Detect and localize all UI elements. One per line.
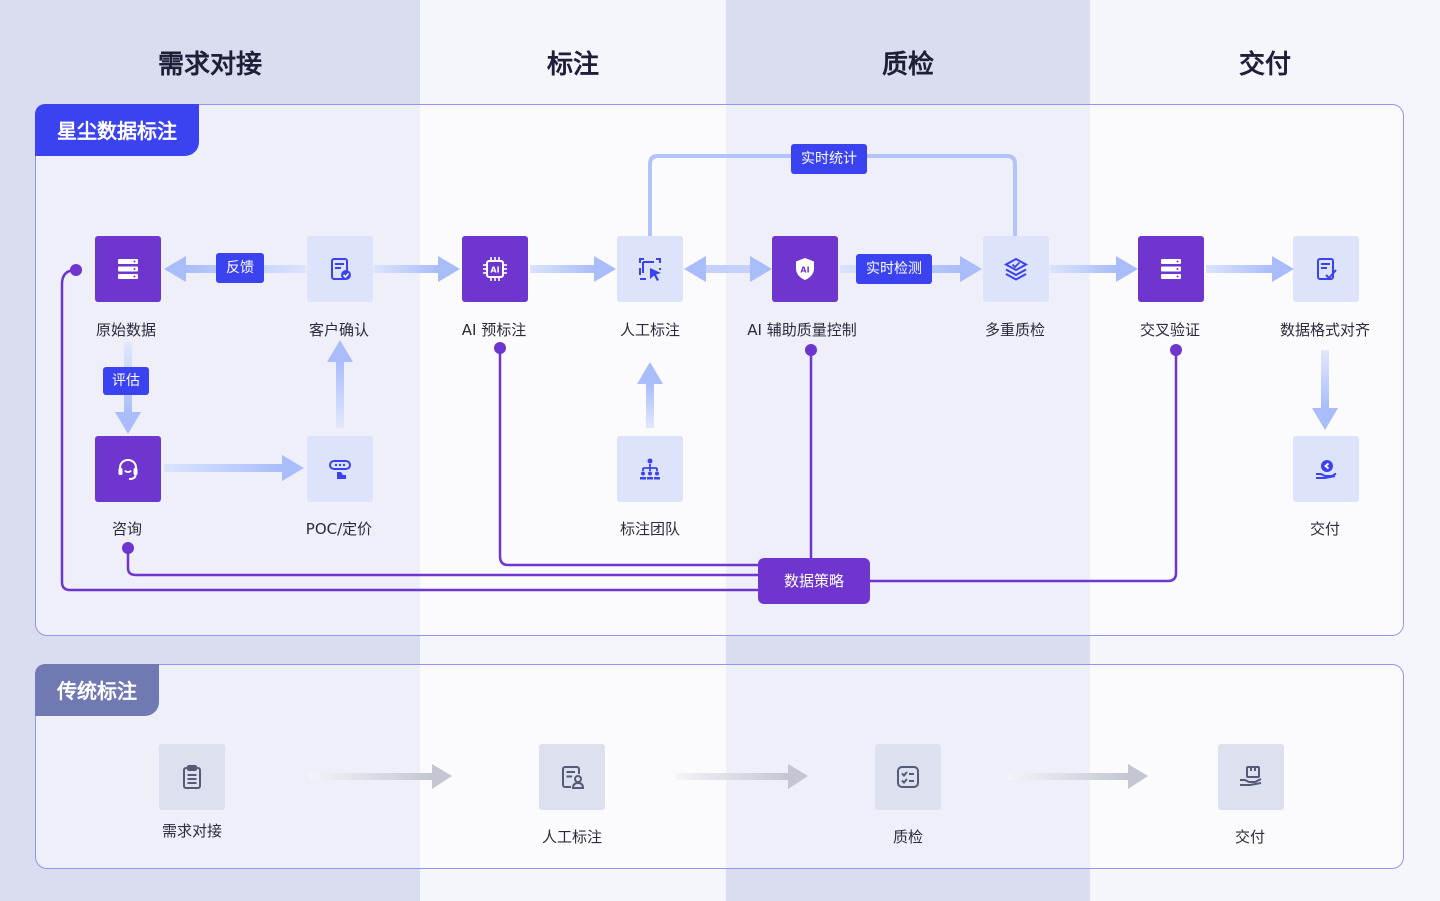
presentation-icon bbox=[329, 460, 351, 479]
org-chart-icon bbox=[640, 458, 660, 480]
label-customer-confirm: 客户确认 bbox=[308, 321, 370, 339]
chip-feedback: 反馈 bbox=[216, 253, 264, 283]
node-deliver[interactable] bbox=[1293, 436, 1359, 502]
ai-chip-icon: AI bbox=[483, 257, 507, 281]
traditional-node-delivery bbox=[1218, 744, 1284, 810]
clipboard-icon bbox=[183, 765, 201, 789]
document-user-icon bbox=[562, 766, 585, 789]
document-edit-icon bbox=[1317, 258, 1337, 280]
label-cross-verify: 交叉验证 bbox=[1139, 321, 1201, 339]
node-consult[interactable] bbox=[95, 436, 161, 502]
traditional-label-requirements: 需求对接 bbox=[161, 822, 223, 840]
traditional-label-qc: 质检 bbox=[892, 828, 924, 846]
svg-text:AI: AI bbox=[490, 266, 499, 275]
node-customer-confirm[interactable] bbox=[307, 236, 373, 302]
node-multi-qc[interactable] bbox=[983, 236, 1049, 302]
node-poc-pricing[interactable] bbox=[307, 436, 373, 502]
traditional-node-requirements bbox=[159, 744, 225, 810]
phase-title-labeling: 标注 bbox=[546, 50, 600, 80]
phase-title-delivery: 交付 bbox=[1238, 50, 1292, 80]
checklist-icon bbox=[897, 766, 919, 788]
traditional-node-qc bbox=[875, 744, 941, 810]
label-format-align: 数据格式对齐 bbox=[1279, 321, 1371, 339]
node-label-team[interactable] bbox=[617, 436, 683, 502]
label-deliver: 交付 bbox=[1309, 520, 1341, 538]
traditional-panel-title: 传统标注 bbox=[35, 664, 159, 716]
node-ai-qc[interactable]: AI bbox=[772, 236, 838, 302]
traditional-panel: 传统标注 bbox=[35, 664, 1404, 869]
label-label-team: 标注团队 bbox=[619, 520, 681, 538]
server-icon bbox=[118, 259, 138, 279]
label-ai-prelabel: AI 预标注 bbox=[461, 321, 527, 339]
data-strategy-hub[interactable]: 数据策略 bbox=[758, 558, 870, 604]
stardust-panel: 星尘数据标注 bbox=[35, 104, 1404, 636]
hand-box-icon bbox=[1240, 766, 1262, 786]
traditional-node-manual-label bbox=[539, 744, 605, 810]
chip-evaluate: 评估 bbox=[103, 367, 149, 395]
phase-title-qc: 质检 bbox=[881, 50, 935, 80]
node-manual-label[interactable] bbox=[617, 236, 683, 302]
node-raw-data[interactable] bbox=[95, 236, 161, 302]
chip-realtime-detect: 实时检测 bbox=[856, 254, 932, 284]
label-multi-qc: 多重质检 bbox=[984, 321, 1046, 339]
svg-text:AI: AI bbox=[800, 266, 809, 275]
hand-return-icon bbox=[1316, 460, 1337, 479]
stardust-panel-title: 星尘数据标注 bbox=[35, 104, 199, 156]
node-cross-verify[interactable] bbox=[1138, 236, 1204, 302]
headset-icon bbox=[118, 458, 138, 480]
document-check-icon bbox=[331, 258, 351, 280]
traditional-label-manual-label: 人工标注 bbox=[541, 828, 603, 846]
label-raw-data: 原始数据 bbox=[95, 321, 157, 339]
label-ai-qc: AI 辅助质量控制 bbox=[747, 321, 857, 339]
node-ai-prelabel[interactable]: AI bbox=[462, 236, 528, 302]
server-icon bbox=[1161, 259, 1181, 279]
ai-shield-icon: AI bbox=[796, 258, 814, 280]
node-format-align[interactable] bbox=[1293, 236, 1359, 302]
label-consult: 咨询 bbox=[111, 520, 143, 538]
phase-title-requirements: 需求对接 bbox=[157, 50, 263, 80]
chip-realtime-stats: 实时统计 bbox=[791, 144, 867, 174]
label-poc-pricing: POC/定价 bbox=[305, 520, 373, 538]
select-cursor-icon bbox=[639, 258, 661, 281]
layers-icon bbox=[1003, 257, 1029, 281]
traditional-label-delivery: 交付 bbox=[1234, 828, 1266, 846]
label-manual-label: 人工标注 bbox=[619, 321, 681, 339]
